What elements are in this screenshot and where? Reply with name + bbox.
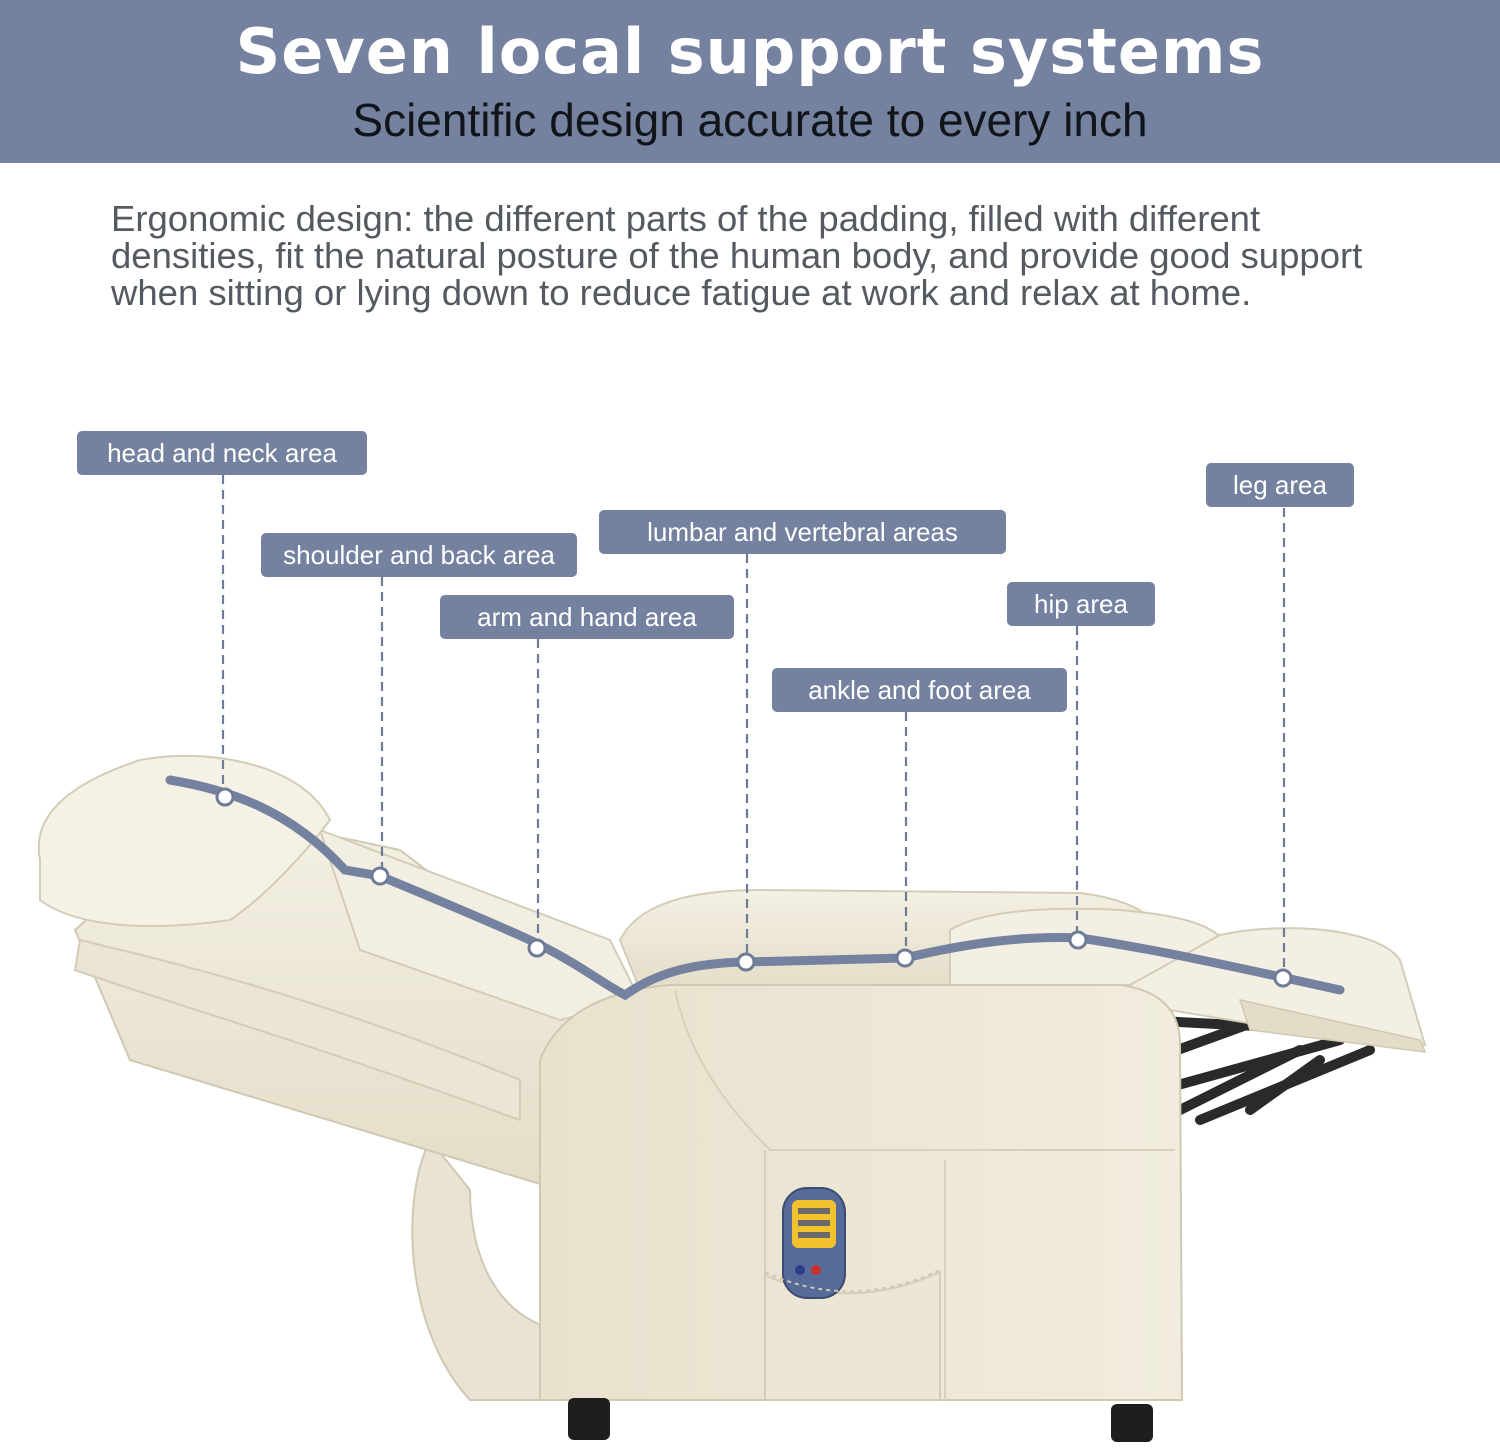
leader-lines [221,475,1286,978]
header-banner: Seven local support systems Scientific d… [0,0,1500,163]
label-hip-area: hip area [1007,582,1155,626]
label-head-neck-area: head and neck area [77,431,367,475]
description-text: Ergonomic design: the different parts of… [111,198,1363,313]
support-curve [165,775,1345,1001]
chair-feet [568,1398,1153,1442]
label-arm-hand-area: arm and hand area [440,595,734,639]
label-lumbar-vertebral-areas: lumbar and vertebral areas [599,510,1006,554]
seat [618,888,1231,992]
head-pillow [37,754,521,1122]
chair-base [411,1138,561,1401]
page-subtitle: Scientific design accurate to every inch [352,94,1148,146]
label-leg-area: leg area [1206,463,1354,507]
side-arm-panel [539,984,1184,1401]
label-shoulder-back-area: shoulder and back area [261,533,577,577]
remote-control-icon [782,1187,846,1299]
page-title: Seven local support systems [235,15,1265,88]
label-ankle-foot-area: ankle and foot area [772,668,1067,712]
anchor-dots [215,787,1293,988]
